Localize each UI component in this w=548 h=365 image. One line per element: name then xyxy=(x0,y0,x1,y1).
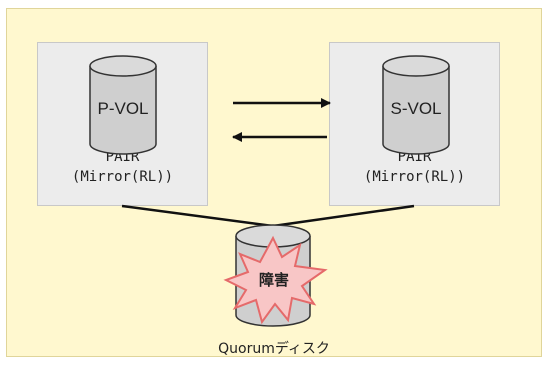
secondary-quorum-link xyxy=(272,204,415,228)
primary-pair-mode: (Mirror(RL)) xyxy=(71,169,174,185)
svol-label: S-VOL xyxy=(390,99,441,118)
pvol-label: P-VOL xyxy=(97,99,148,118)
quorum-disk-caption: Quorumディスク xyxy=(218,341,330,357)
failure-burst-icon xyxy=(223,235,328,325)
secondary-pair-mode: (Mirror(RL)) xyxy=(363,169,466,185)
primary-quorum-link xyxy=(121,204,274,228)
svol-cylinder-icon xyxy=(382,55,450,155)
failure-label: 障害 xyxy=(259,271,289,289)
pvol-cylinder-icon xyxy=(89,55,157,155)
